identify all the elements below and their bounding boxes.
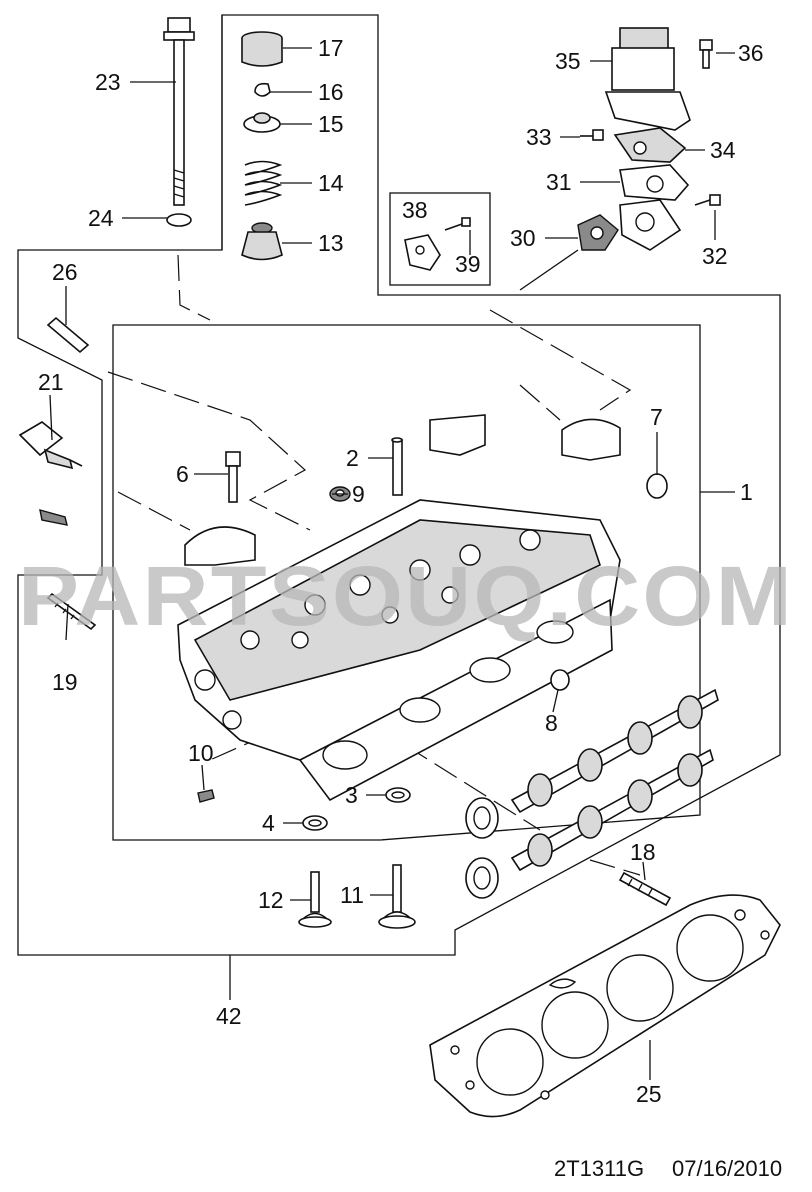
diagram-code: 2T1311G [554,1156,644,1181]
callout-12: 12 [258,887,284,913]
temperature-sensor-21 [18,421,83,526]
callout-18: 18 [630,839,656,865]
callout-42: 42 [216,1003,242,1029]
callout-30: 30 [510,225,536,251]
egr-gasket-30 [577,214,619,251]
callout-38: 38 [402,197,428,223]
callout-23: 23 [95,69,121,95]
callout-25: 25 [636,1081,662,1107]
stud-19 [46,592,97,631]
egr-adapter-31 [619,164,690,201]
bolt-32 [694,194,721,206]
camshaft-seal-lower [465,857,499,899]
gasket-38 [404,234,441,271]
callout-9: 9 [352,481,365,507]
leader-lines [49,47,735,1080]
callout-15: 15 [318,111,344,137]
callout-1: 1 [740,479,753,505]
plug-7 [646,473,668,499]
camshaft-lower [510,748,714,872]
callout-3: 3 [345,782,358,808]
cylinder-head [177,414,621,802]
bolt-36 [699,39,713,69]
gasket-group-box [389,192,491,286]
callout-34: 34 [710,137,736,163]
valve-keeper-16 [254,82,271,97]
dowel-pin-26 [46,316,90,354]
callout-32: 32 [702,243,728,269]
outer-assembly-boundary [17,14,781,956]
valve-seat-4 [302,815,328,831]
camshaft-seal-upper [465,797,499,839]
callout-13: 13 [318,230,344,256]
egr-valve-35 [604,27,691,131]
callout-33: 33 [526,124,552,150]
washer-24 [166,213,192,227]
callout-14: 14 [318,170,344,196]
plug-10 [197,789,215,803]
callout-17: 17 [318,35,344,61]
callout-39: 39 [455,251,481,277]
callout-11: 11 [340,882,364,908]
callout-36: 36 [738,40,764,66]
stud-18 [618,871,672,907]
exhaust-valve-12 [298,871,332,928]
valve-stem-seal-13 [241,222,283,261]
intake-valve-11 [378,864,416,929]
valve-spring-14 [244,160,283,206]
callout-16: 16 [318,79,344,105]
egr-gasket-34 [613,127,687,163]
bolt-39 [444,217,471,231]
valve-lifter-17 [241,31,283,67]
diagram-date: 07/16/2010 [672,1156,782,1181]
callout-labels: 17 16 15 14 13 23 24 26 21 19 6 2 9 7 1 … [38,35,764,1107]
callout-6: 6 [176,461,189,487]
callout-4: 4 [262,810,275,836]
head-bolt-23 [163,17,195,206]
callout-26: 26 [52,259,78,285]
camshaft-upper [510,688,719,814]
egr-pipe-flange [619,199,682,251]
head-gasket-25 [429,894,781,1118]
bolt-33 [580,129,604,141]
valve-retainer-15 [243,112,281,133]
callout-35: 35 [555,48,581,74]
plug-8 [550,669,570,691]
callout-7: 7 [650,404,663,430]
valve-seat-3 [385,787,411,803]
callout-2: 2 [346,445,359,471]
callout-8: 8 [545,710,558,736]
cylinder-head-box [112,324,701,841]
callout-10: 10 [188,740,214,766]
guide-2 [391,437,403,496]
callout-31: 31 [546,169,572,195]
watermark-text: PARTSOUQ.COM [18,549,794,643]
callout-24: 24 [88,205,114,231]
callout-21: 21 [38,369,64,395]
bolt-6 [225,451,241,503]
callout-19: 19 [52,669,78,695]
